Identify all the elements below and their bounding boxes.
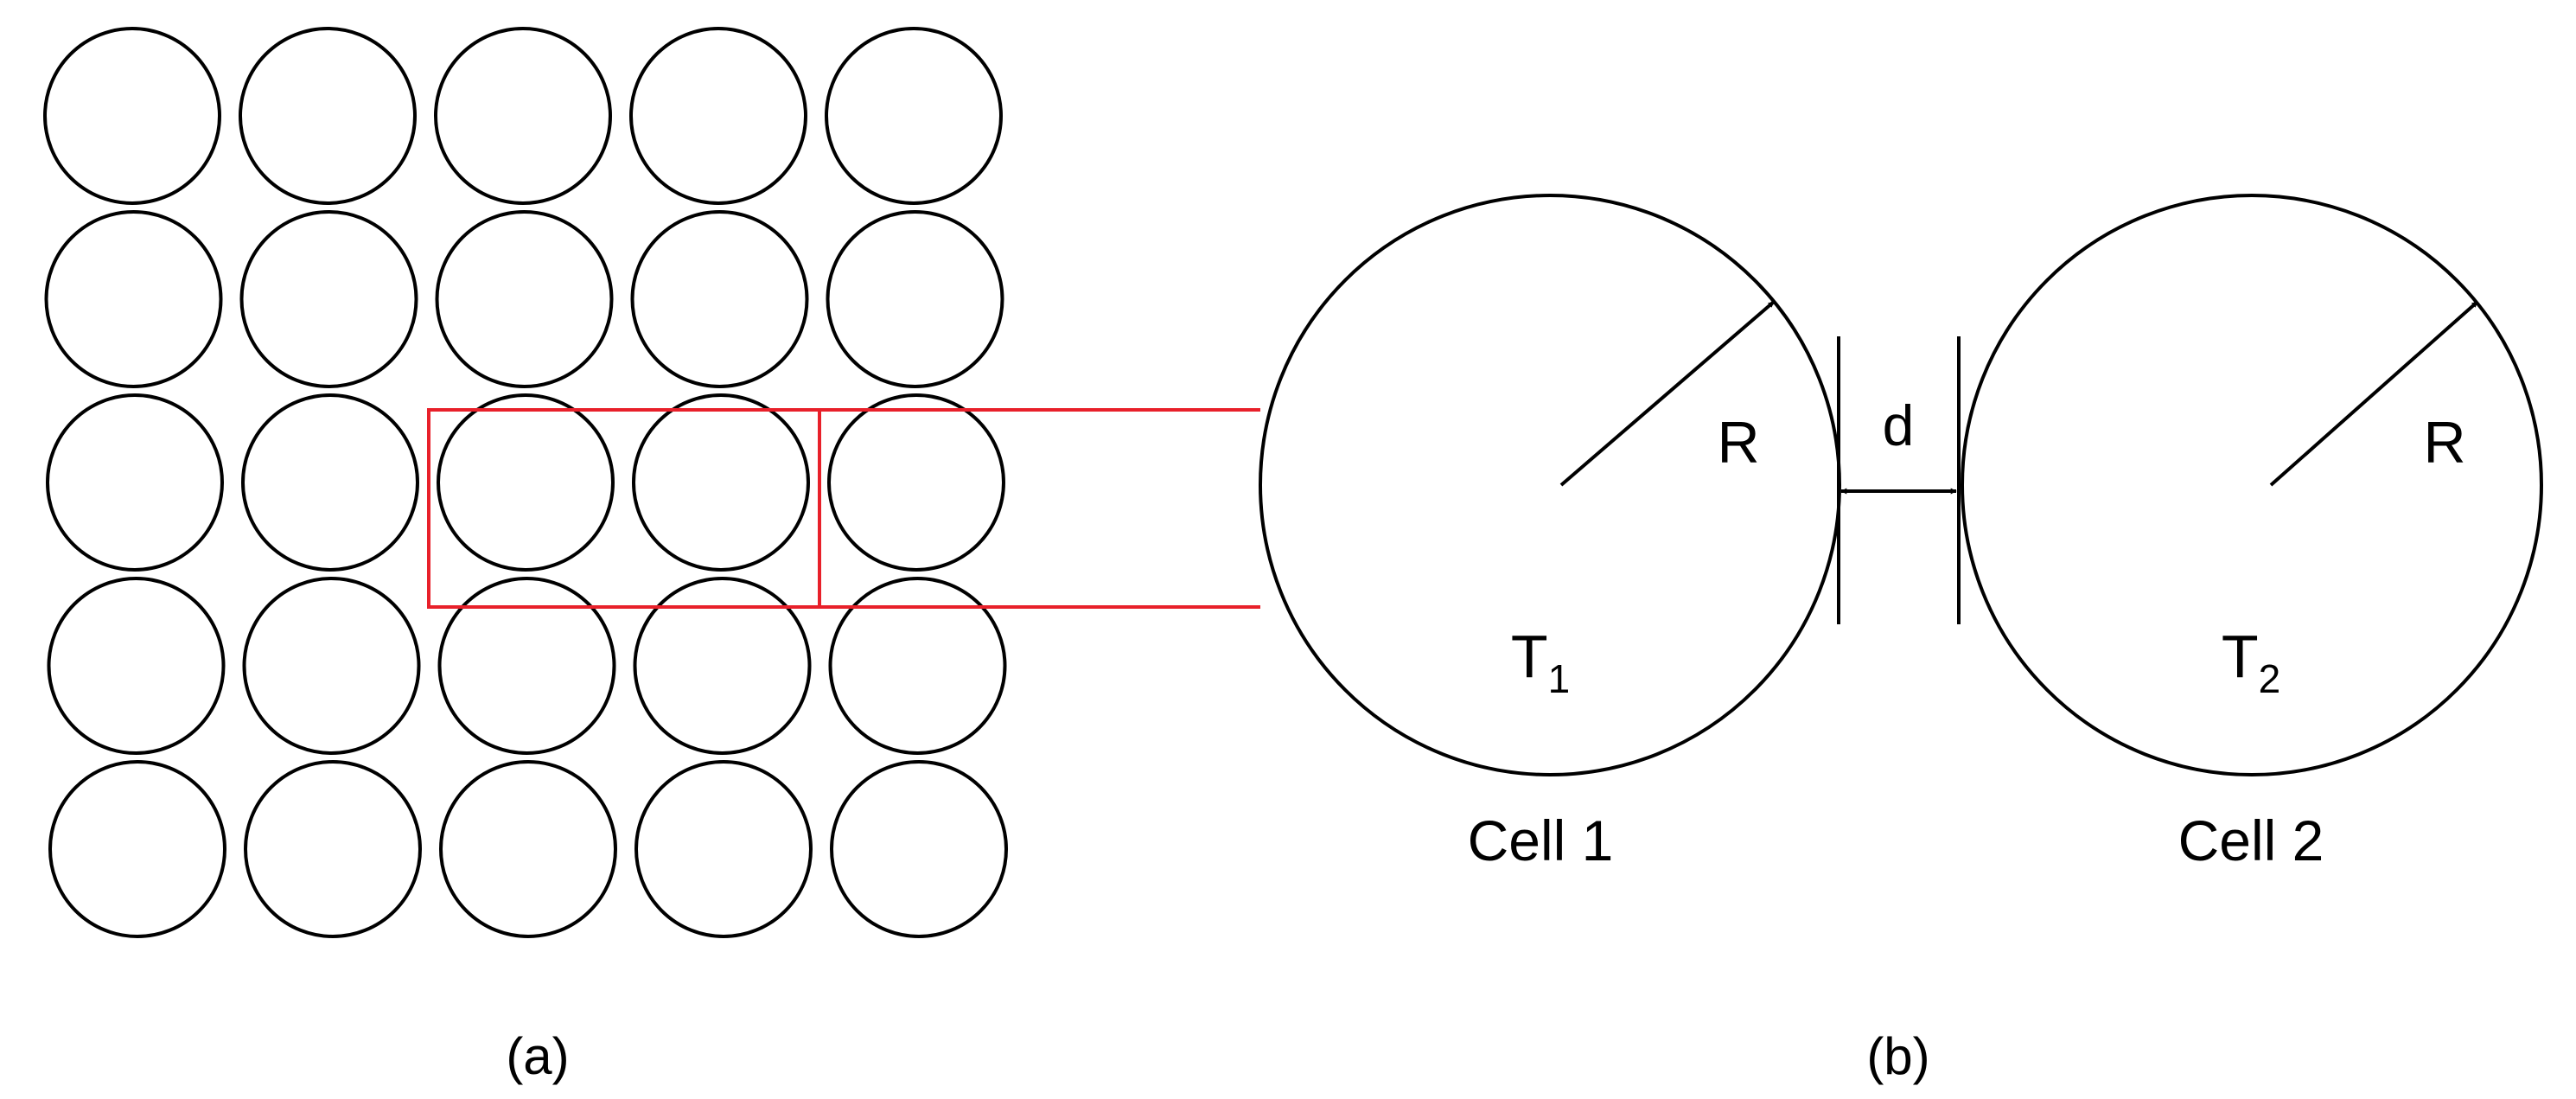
grid-cell-r2-c3 [435,210,614,388]
panel-a-label: (a) [506,1027,569,1085]
grid-cell-r4-c4 [633,577,812,755]
highlight-selection [427,408,1260,609]
grid-cell-r3-c1 [46,393,224,572]
cell-2-temp-base: T [2222,623,2259,690]
grid-cell-r3-c2 [241,393,419,572]
grid-cell-r1-c3 [434,27,612,205]
grid-cell-r1-c5 [825,27,1003,205]
cell-2-temperature: T2 [2222,623,2280,701]
grid-cell-r4-c1 [47,577,226,755]
cell-2-name: Cell 2 [2178,808,2324,872]
grid-cell-r5-c5 [830,760,1008,938]
grid-cell-r1-c1 [43,27,221,205]
cell-2-temp-sub: 2 [2259,656,2281,701]
cell-1-temp-base: T [1511,623,1548,690]
grid-cell-r5-c1 [48,760,226,938]
cell-2-circle [1961,194,2543,776]
grid-cell-r5-c4 [634,760,813,938]
cell-array-panel [43,27,1008,938]
grid-cell-r4-c2 [242,577,421,755]
grid-cell-r2-c4 [630,210,809,388]
grid-cell-r1-c2 [239,27,417,205]
cell-1-name: Cell 1 [1468,808,1614,872]
cell-pair-panel: R T1 Cell 1 d R T2 Cell 2 [1259,194,2543,872]
grid-cell-r2-c1 [44,210,223,388]
gap-label: d [1883,393,1915,457]
grid-cell-r3-c5 [827,393,1005,572]
grid-cell-r5-c3 [439,760,617,938]
grid-cell-r2-c2 [239,210,418,388]
cell-1-radius-label: R [1717,410,1759,476]
highlight-box-pair [427,408,821,609]
cell-1-temp-sub: 1 [1548,656,1571,701]
grid-cell-r3-c3 [437,393,615,572]
grid-cell-r4-c3 [437,577,616,755]
cell-1-radius-arrow [1559,300,1776,487]
highlight-connector [819,408,1260,609]
grid-cell-r1-c4 [629,27,807,205]
cell-2-radius-arrow [2269,300,2479,487]
grid-cell-r3-c4 [632,393,810,572]
cell-2-radius-label: R [2423,410,2465,476]
grid-cell-r4-c5 [828,577,1007,755]
grid-cell-r5-c2 [244,760,422,938]
panel-b-label: (b) [1866,1027,1929,1085]
grid-cell-r2-c5 [826,210,1004,388]
cell-1-temperature: T1 [1511,623,1570,701]
